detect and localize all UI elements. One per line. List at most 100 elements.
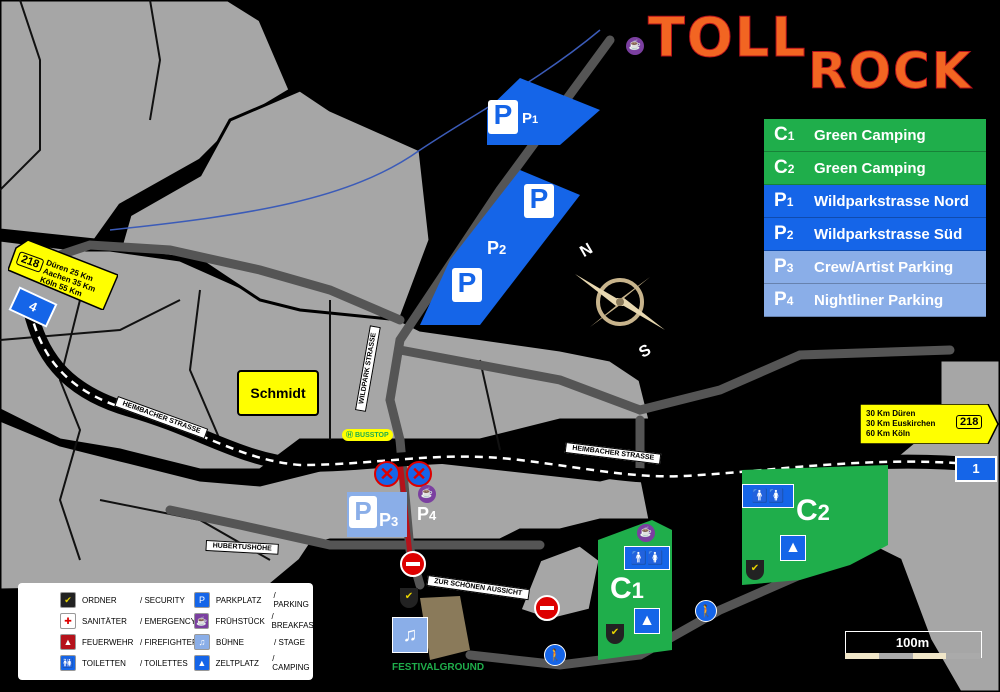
security-shield-icon: ✔: [606, 624, 624, 644]
place-schmidt: Schmidt: [237, 370, 319, 416]
key-item: ▲ ZELTPLATZ / CAMPING: [194, 654, 313, 672]
legend-number: 2: [786, 228, 794, 242]
toilet-icon: 🚹🚺: [742, 484, 794, 508]
p2-letter: P: [487, 238, 500, 258]
legend-letter: P: [774, 223, 787, 244]
busstop-label: Ⓗ BUSSTOP: [342, 429, 393, 441]
p3-letter: P: [379, 510, 392, 530]
c1-label: C1: [610, 572, 644, 606]
key-label-de: TOILETTEN: [82, 658, 126, 668]
security-shield-icon: ✔: [400, 588, 418, 608]
parking-icon: P: [194, 592, 210, 608]
breakfast-icon: ☕: [626, 37, 644, 55]
key-label-en: / PARKING: [273, 591, 309, 609]
scale-segments: [845, 653, 980, 659]
pedestrian-icon: 🚶: [695, 600, 717, 622]
legend-letter: C: [774, 157, 788, 178]
key-label-de: ORDNER: [82, 595, 117, 605]
key-item: ✔ ORDNER / SECURITY: [60, 592, 185, 608]
stage-icon: ♫: [194, 634, 210, 650]
p2-num: 2: [499, 242, 507, 257]
key-label-de: ZELTPLATZ: [215, 658, 259, 668]
key-label-de: BÜHNE: [216, 637, 245, 647]
p4-label: P4: [417, 504, 436, 525]
legend-name: Crew/Artist Parking: [814, 258, 954, 276]
exit-badge-east: 1: [955, 456, 997, 482]
legend-name: Green Camping: [814, 159, 926, 177]
festivalground-label: FESTIVALGROUND: [392, 662, 485, 673]
scale-label: 100m: [895, 635, 930, 650]
logo-text-bottom: ROCK: [807, 42, 973, 101]
medical-icon: ✚: [60, 613, 76, 629]
p4-letter: P: [417, 504, 430, 524]
stage-icon: ♫: [392, 617, 428, 653]
key-label-en: / TOILETTES: [140, 658, 188, 668]
legend-letter: P: [774, 256, 787, 277]
key-label-de: FEUERWEHR: [82, 637, 134, 647]
legend-code: C2: [764, 157, 814, 179]
destination-line: 60 Km Köln: [866, 429, 911, 438]
festivalground-area[interactable]: [420, 596, 470, 660]
key-item: ▲ FEUERWEHR / FIREFIGHTER: [60, 634, 198, 650]
key-label-de: FRÜHSTÜCK: [215, 616, 265, 626]
key-item: ☕FRÜHSTÜCK/ BREAKFAST: [194, 612, 321, 630]
c2-label: C2: [796, 494, 830, 528]
scale-bar: 100m: [845, 631, 982, 663]
route-number-east: 218: [956, 415, 983, 429]
compass-rose-icon: [575, 274, 665, 330]
legend-number: 1: [787, 129, 795, 143]
no-entry-icon: [534, 595, 560, 621]
toilet-icon: 🚹🚺: [624, 546, 670, 570]
key-label-en: / SECURITY: [140, 595, 185, 605]
key-item: 🚻TOILETTEN/ TOILETTES: [60, 655, 188, 671]
no-parking-icon: ✕: [406, 461, 432, 487]
legend-code: P3: [764, 256, 814, 278]
legend-letter: C: [774, 124, 788, 145]
legend-number: 4: [786, 294, 794, 308]
route-destinations-east: 30 Km Düren 30 Km Euskirchen 60 Km Köln: [866, 409, 935, 439]
busstop-text: BUSSTOP: [354, 432, 389, 439]
land-village-south: [0, 418, 652, 592]
c2-letter: C: [796, 494, 818, 527]
fire-icon: ▲: [60, 634, 76, 650]
legend-name: Wildparkstrasse Süd: [814, 225, 963, 243]
legend-code: P2: [764, 223, 814, 245]
p1-num: 1: [532, 114, 539, 126]
c1-letter: C: [610, 572, 632, 605]
logo-text-top: TOLL: [648, 6, 808, 70]
key-label-en: / EMERGENCY: [140, 616, 197, 626]
key-label-en: / CAMPING: [272, 654, 310, 672]
tent-icon: ▲: [194, 655, 210, 671]
legend-letter: P: [774, 289, 787, 310]
p3-label: P3: [379, 510, 398, 531]
river: [109, 29, 601, 231]
key-label-en: / FIREFIGHTER: [140, 637, 198, 647]
bus-icon: Ⓗ: [346, 432, 355, 439]
key-item: P PARKPLATZ / PARKING: [194, 591, 313, 609]
key-label-de: PARKPLATZ: [215, 595, 262, 605]
c2-num: 2: [817, 500, 830, 525]
legend-code: P4: [764, 289, 814, 311]
p1-label: P1: [522, 110, 538, 127]
legend-number: 2: [787, 162, 795, 176]
tollrock-logo: TOLL ROCK: [648, 6, 988, 101]
security-shield-icon: ✔: [60, 592, 76, 608]
destination-line: 30 Km Düren: [866, 409, 916, 418]
legend-name: Nightliner Parking: [814, 291, 944, 309]
key-label-en: / STAGE: [274, 637, 305, 647]
destination-line: 30 Km Euskirchen: [866, 419, 936, 428]
no-entry-icon: [400, 551, 426, 577]
parking-icon: P: [524, 184, 554, 218]
legend-letter: P: [774, 190, 787, 211]
breakfast-icon: ☕: [637, 524, 655, 542]
legend-code: C1: [764, 124, 814, 146]
security-shield-icon: ✔: [746, 560, 764, 580]
